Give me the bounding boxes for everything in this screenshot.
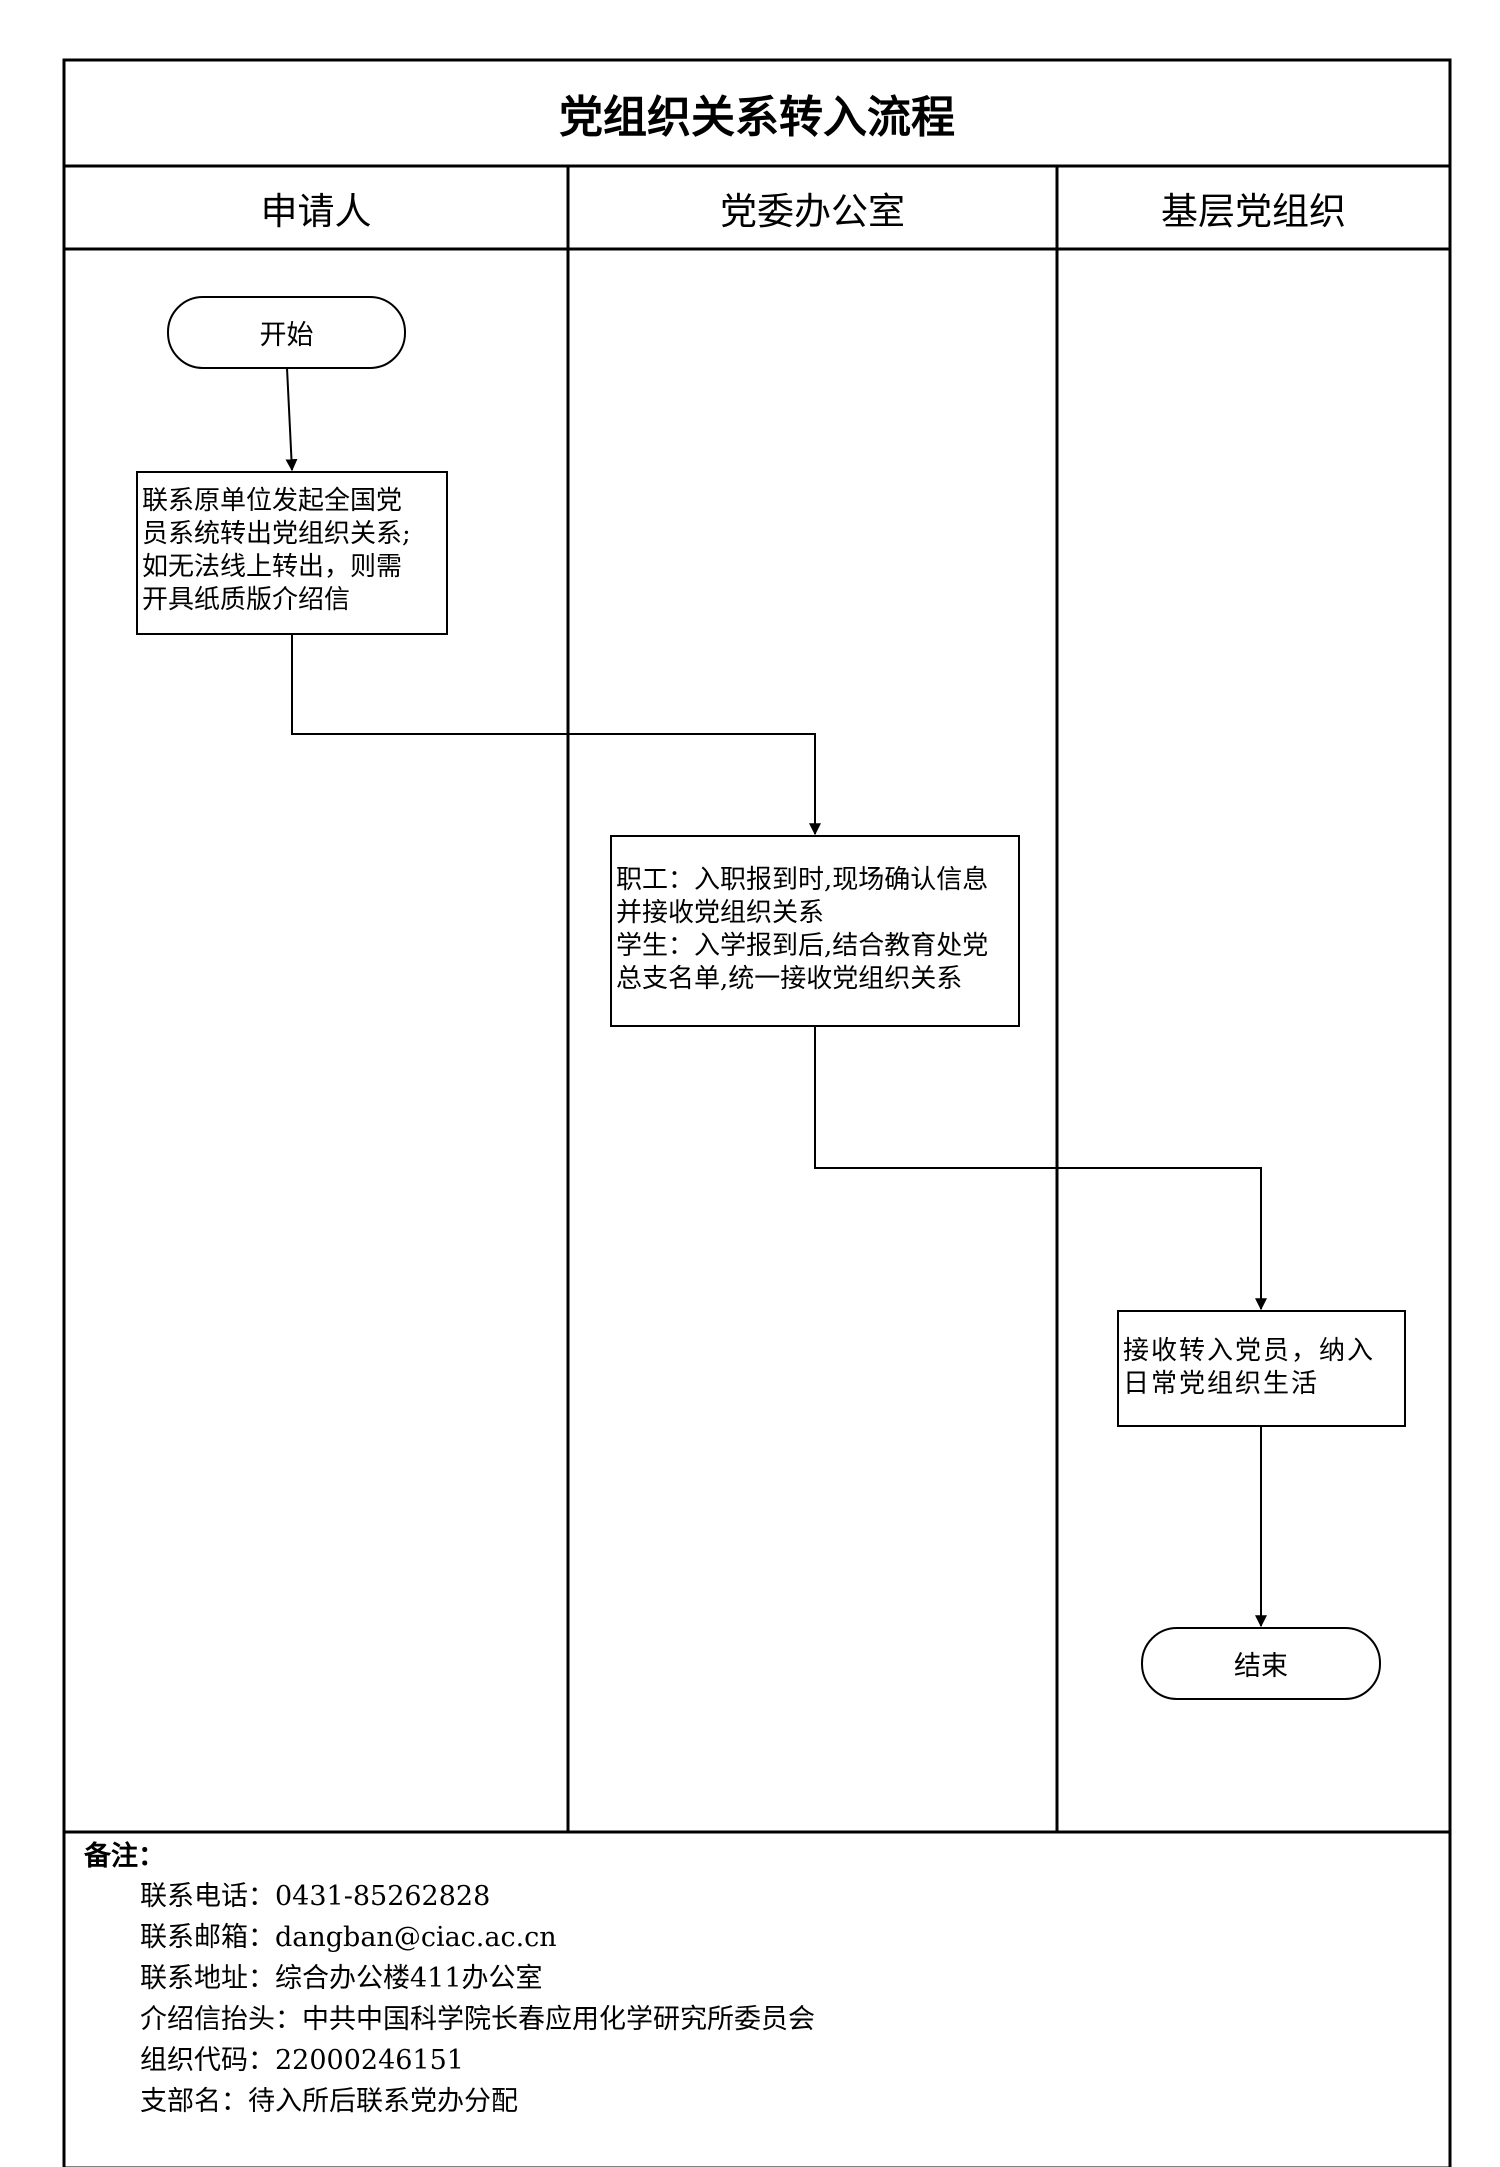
contact-email: 联系邮箱：dangban@ciac.ac.cn	[140, 1922, 557, 1953]
notes-section: 备注： 联系电话：0431-85262828 联系邮箱：dangban@ciac…	[84, 1838, 1434, 2122]
step1-text: 联系原单位发起全国党 员系统转出党组织关系; 如无法线上转出，则需 开具纸质版介…	[142, 485, 446, 617]
step2-line: 并接收党组织关系	[616, 898, 825, 928]
lane-header-grassroots-org: 基层党组织	[1161, 189, 1346, 233]
step2-line: 总支名单,统一接收党组织关系	[616, 964, 963, 994]
lane-header-applicant: 申请人	[260, 189, 372, 233]
contact-address: 联系地址：综合办公楼411办公室	[140, 1963, 543, 1994]
step1-box	[136, 471, 448, 635]
outer-frame	[62, 58, 1452, 2167]
end-label: 结束	[1234, 1651, 1288, 1682]
step1-line: 联系原单位发起全国党	[142, 486, 403, 516]
step1-line: 如无法线上转出，则需	[142, 552, 403, 582]
step3-text: 接收转入党员，纳入 日常党组织生活	[1123, 1335, 1405, 1401]
notes-title: 备注：	[84, 1841, 165, 1872]
lane-header-party-office: 党委办公室	[720, 189, 905, 233]
arrow-start-to-step1	[285, 367, 298, 472]
branch-name: 支部名：待入所后联系党办分配	[140, 2086, 518, 2117]
end-node	[1141, 1627, 1381, 1700]
arrow-step2-to-step3	[814, 1026, 1267, 1311]
step3-line: 接收转入党员，纳入	[1123, 1336, 1376, 1366]
step1-line: 员系统转出党组织关系;	[142, 519, 411, 549]
organization-code: 组织代码：22000246151	[140, 2045, 464, 2076]
letter-header: 介绍信抬头：中共中国科学院长春应用化学研究所委员会	[140, 2004, 815, 2035]
start-node	[167, 296, 406, 369]
page-title: 党组织关系转入流程	[559, 92, 955, 143]
arrow-step1-to-step2	[291, 634, 821, 836]
step3-line: 日常党组织生活	[1123, 1369, 1320, 1399]
contact-phone: 联系电话：0431-85262828	[140, 1881, 491, 1912]
step1-line: 开具纸质版介绍信	[142, 585, 351, 615]
step2-text: 职工：入职报到时,现场确认信息 并接收党组织关系 学生：入学报到后,结合教育处党…	[616, 864, 1018, 996]
start-label: 开始	[259, 320, 314, 351]
step2-line: 学生：入学报到后,结合教育处党	[616, 931, 989, 961]
step2-line: 职工：入职报到时,现场确认信息	[616, 865, 989, 895]
